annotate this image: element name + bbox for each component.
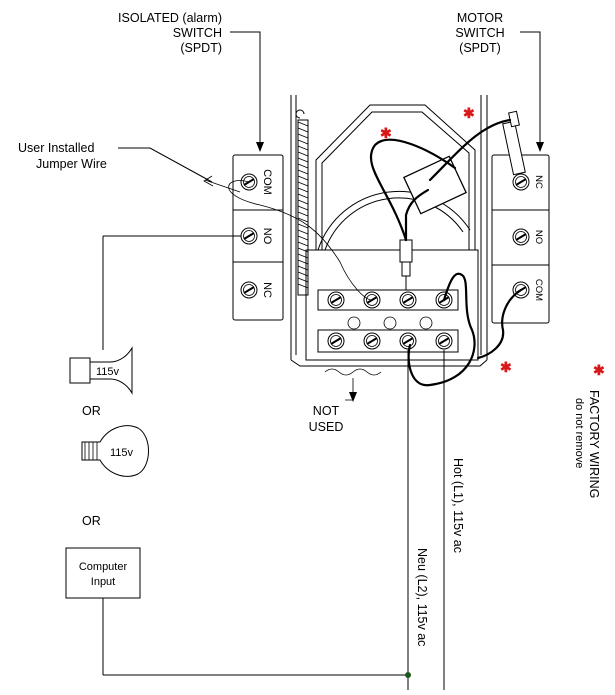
- capacitor: [403, 155, 467, 215]
- factory-marker-3: ✱: [500, 359, 512, 375]
- external-wiring: [102, 235, 445, 690]
- not-used-label-1: NOT: [313, 404, 340, 418]
- motor-switch-label-2: SWITCH: [455, 26, 504, 40]
- factory-legend-marker: ✱: [593, 362, 605, 378]
- light-bulb-icon: 115v: [81, 425, 149, 477]
- horn-voltage-label: 115v: [96, 366, 120, 378]
- or-label-2: OR: [82, 514, 101, 528]
- wire-lug: [502, 110, 526, 176]
- computer-input-box: Computer Input: [65, 547, 141, 599]
- motor-switch-label-1: MOTOR: [457, 11, 503, 25]
- motor-switch-label-3: (SPDT): [459, 41, 501, 55]
- or-label-1: OR: [82, 404, 101, 418]
- isolated-switch-label-1: ISOLATED (alarm): [118, 11, 222, 25]
- factory-wiring-markers: ✱ ✱ ✱ ✱: [380, 105, 605, 378]
- hot-line-label: Hot (L1), 115v ac: [451, 458, 465, 553]
- do-not-remove-label: do not remove: [573, 398, 585, 468]
- wire-connector: [399, 239, 413, 290]
- factory-marker-1: ✱: [380, 125, 392, 141]
- motor-switch-block: NC NO COM: [491, 110, 550, 324]
- terminal-label-no-right: NO: [533, 230, 544, 244]
- jumper-label-1: User Installed: [18, 141, 94, 155]
- computer-input-label-2: Input: [91, 576, 115, 588]
- terminal-label-nc-right: NC: [533, 175, 544, 189]
- terminal-label-com-right: COM: [533, 279, 544, 301]
- terminal-label-no-left: NO: [261, 228, 273, 245]
- isolated-switch-callout: ISOLATED (alarm) SWITCH (SPDT): [118, 11, 264, 152]
- computer-input-label-1: Computer: [79, 561, 128, 573]
- motor-switch-callout: MOTOR SWITCH (SPDT): [455, 11, 544, 152]
- terminal-label-nc-left: NC: [261, 282, 273, 298]
- isolated-switch-label-2: SWITCH: [173, 26, 222, 40]
- factory-wiring-label: FACTORY WIRING: [587, 390, 601, 498]
- isolated-switch-label-3: (SPDT): [180, 41, 222, 55]
- isolated-switch-block: COM NO NC: [232, 154, 284, 321]
- switch-housing: [290, 95, 488, 367]
- neutral-line-label: Neu (L2), 115v ac: [415, 548, 429, 646]
- factory-marker-2: ✱: [463, 105, 475, 121]
- horn-icon: 115v: [69, 346, 133, 395]
- spring: [295, 109, 309, 296]
- terminal-label-com-left: COM: [261, 169, 273, 195]
- factory-wires: [369, 118, 523, 387]
- jumper-callout: User Installed Jumper Wire: [18, 141, 213, 183]
- bulb-voltage-label: 115v: [110, 447, 134, 459]
- not-used-label-2: USED: [309, 420, 344, 434]
- jumper-wire: [203, 175, 373, 301]
- jumper-label-2: Jumper Wire: [36, 157, 107, 171]
- terminal-strip: [305, 249, 479, 361]
- not-used-callout: NOT USED: [309, 368, 382, 434]
